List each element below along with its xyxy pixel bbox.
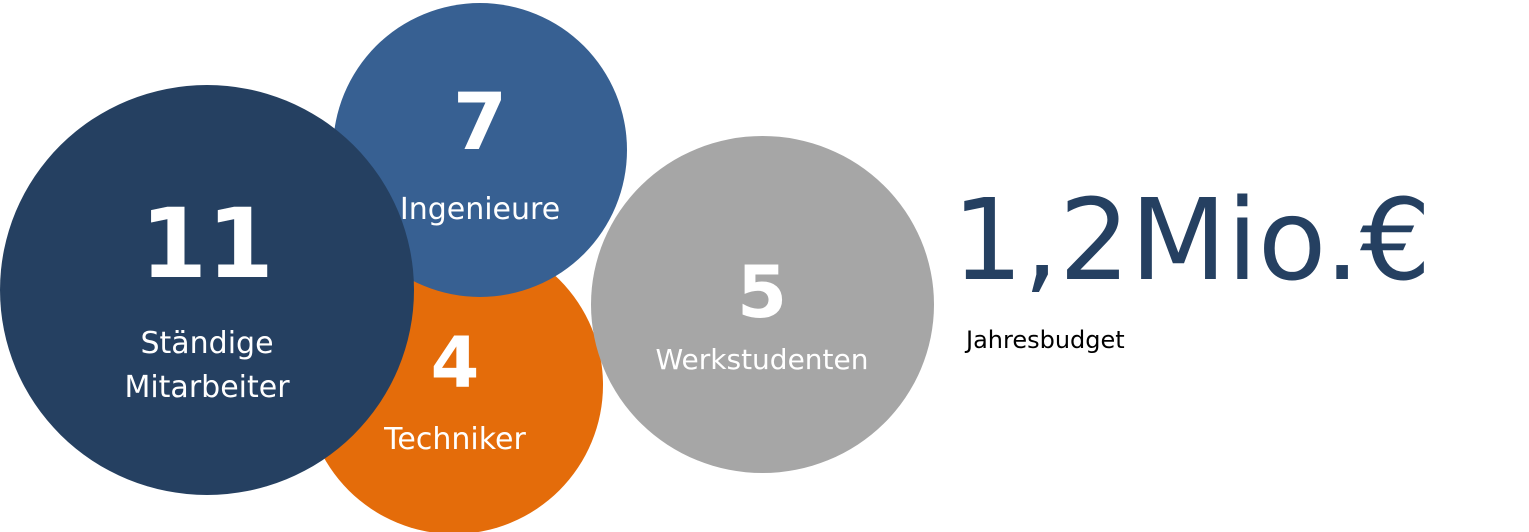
staendige-mitarbeiter-count: 11 [140, 188, 274, 300]
techniker-label: Techniker [384, 422, 526, 457]
werkstudenten-count: 5 [736, 250, 788, 334]
ingenieure-count: 7 [452, 78, 508, 168]
staendige-mitarbeiter-label: Ständige Mitarbeiter [124, 326, 290, 405]
budget-value: 1,2Mio.€ [952, 176, 1432, 306]
werkstudenten-label: Werkstudenten [655, 343, 869, 376]
ingenieure-label: Ingenieure [399, 192, 561, 227]
techniker-count: 4 [430, 322, 480, 404]
staendige-mitarbeiter-circle [0, 85, 414, 495]
werkstudenten-circle [591, 136, 934, 473]
budget-label: Jahresbudget [966, 326, 1125, 354]
